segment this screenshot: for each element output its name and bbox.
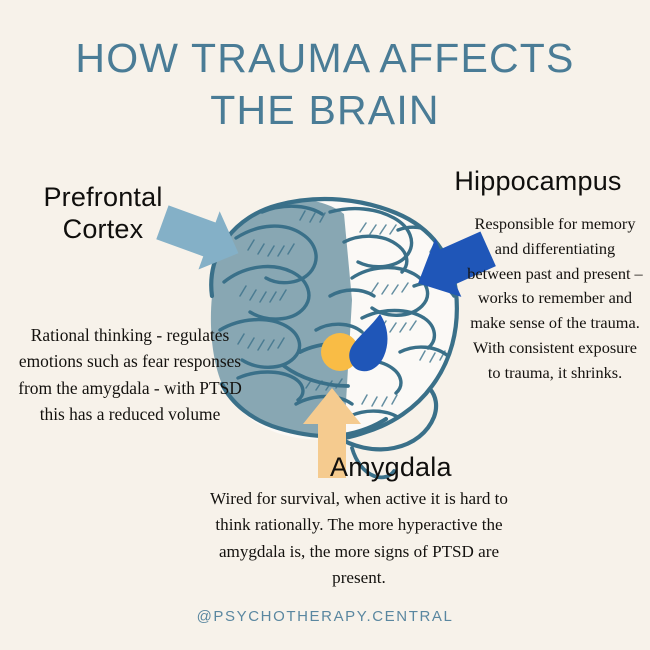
amygdala-marker-dot: [321, 333, 359, 371]
prefrontal-cortex-description: Rational thinking - regulates emotions s…: [18, 325, 242, 425]
hippocampus-description: Responsible for memory and differentiati…: [467, 214, 643, 382]
footer-social-handle: @PSYCHOTHERAPY.CENTRAL: [196, 608, 454, 625]
page-title: HOW TRAUMA AFFECTS THE BRAIN: [75, 35, 575, 134]
prefrontal-cortex-heading: Prefrontal Cortex: [43, 182, 163, 244]
brain-gyri-lines: [218, 204, 456, 425]
hippocampus-heading: Hippocampus: [454, 166, 622, 196]
amygdala-heading: Amygdala: [330, 452, 452, 482]
amygdala-description: Wired for survival, when active it is ha…: [210, 489, 508, 588]
hippocampus-marker-shape: [349, 314, 388, 372]
brain-outline: [209, 196, 459, 480]
